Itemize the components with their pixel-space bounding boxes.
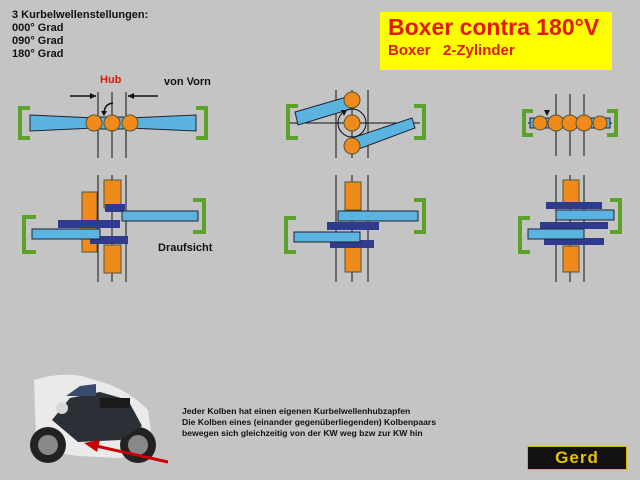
title-sub: Boxer 2-Zylinder xyxy=(388,42,515,59)
description-line-2: Die Kolben eines (einander gegenüberlieg… xyxy=(182,417,437,427)
hub-label: Hub xyxy=(100,74,122,86)
settings-line-1: 000° Grad xyxy=(12,22,64,34)
top-view-180 xyxy=(518,175,622,282)
description-text: Jeder Kolben hat einen eigenen Kurbelwel… xyxy=(182,406,436,439)
gerd-logo: Gerd xyxy=(527,446,627,470)
von-vorn-label: von Vorn xyxy=(164,76,211,88)
settings-heading: 3 Kurbelwellenstellungen: xyxy=(12,9,149,21)
front-view-000 xyxy=(18,92,208,158)
motorcycle-image xyxy=(30,374,156,463)
description-line-1: Jeder Kolben hat einen eigenen Kurbelwel… xyxy=(182,406,411,416)
rotation-arrow-icon xyxy=(101,111,107,116)
crank-positions-note: 3 Kurbelwellenstellungen: 000° Grad 090°… xyxy=(12,9,148,61)
description-line-3: bewegen sich gleichzeitig von der KW weg… xyxy=(182,428,423,438)
title-main: Boxer contra 180°V xyxy=(388,14,600,40)
title-box: Boxer contra 180°V Boxer 2-Zylinder xyxy=(380,12,612,70)
front-view-090 xyxy=(286,90,426,158)
draufsicht-label: Draufsicht xyxy=(158,242,213,254)
settings-line-2: 090° Grad xyxy=(12,35,64,47)
top-view-090 xyxy=(284,175,426,282)
front-view-180 xyxy=(522,94,618,156)
logo-text: Gerd xyxy=(555,448,599,467)
red-arrow-icon xyxy=(84,440,169,464)
top-view-000 xyxy=(22,175,206,282)
settings-line-3: 180° Grad xyxy=(12,48,64,60)
